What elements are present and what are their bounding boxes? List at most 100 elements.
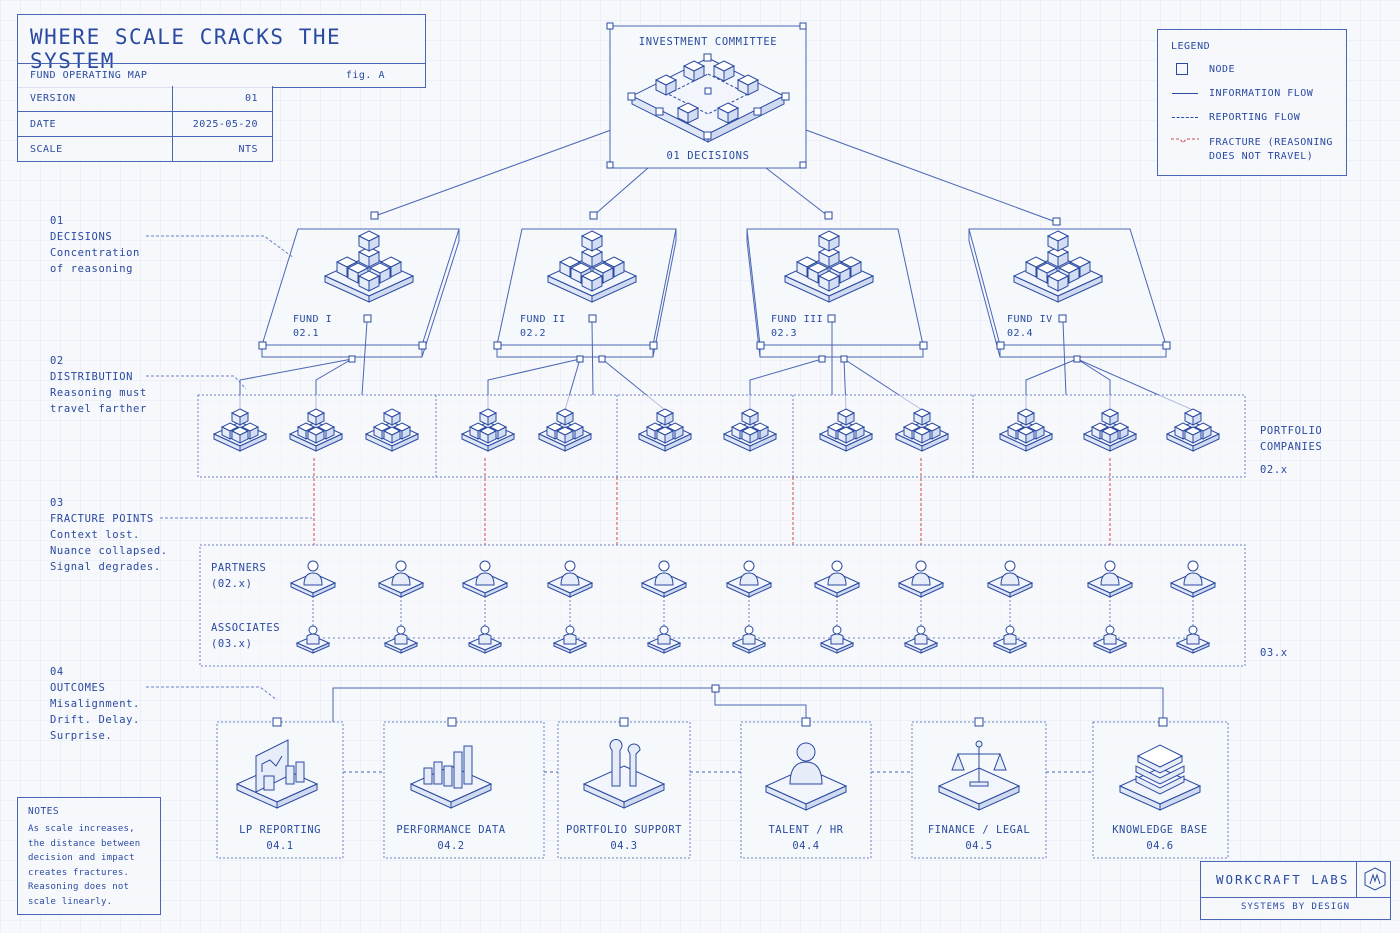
brand-logo-icon xyxy=(1364,867,1386,891)
fund-iii-node: FUND III 02.3 xyxy=(746,211,928,358)
notes-body: As scale increases, the distance between… xyxy=(28,822,140,909)
outcome-talent-hr: TALENT / HR 04.4 xyxy=(740,717,872,859)
fund-i-name: FUND I xyxy=(293,314,332,325)
meta-table: VERSION 01 DATE 2025-05-20 SCALE NTS xyxy=(17,86,273,162)
outcome-code: 04.4 xyxy=(792,840,819,852)
people-band xyxy=(199,544,1246,667)
fracture-lines xyxy=(313,458,1111,545)
section-desc: Reasoning must xyxy=(50,387,147,399)
section-title: FRACTURE POINTS xyxy=(50,513,154,525)
investment-committee-node: INVESTMENT COMMITTEE 01 DECISIONS xyxy=(606,22,807,169)
bar-chart-icon xyxy=(423,745,473,789)
section-title: DISTRIBUTION xyxy=(50,371,134,383)
section-leaders xyxy=(146,235,312,701)
partners-code: (02.x) xyxy=(211,578,253,590)
section-title: DECISIONS xyxy=(50,231,113,243)
section-number: 04 xyxy=(50,666,64,678)
meta-value: 2025-05-20 xyxy=(192,119,258,130)
books-icon xyxy=(1135,744,1185,795)
brand-name: WORKCRAFT LABS xyxy=(1216,872,1350,887)
outcome-name: KNOWLEDGE BASE xyxy=(1112,824,1208,836)
notes-line: creates fractures. xyxy=(28,867,130,878)
diagram-title: WHERE SCALE CRACKS THE SYSTEM xyxy=(30,25,342,73)
associates-title: ASSOCIATES xyxy=(211,622,281,634)
section-desc: Drift. Delay. xyxy=(50,714,140,726)
section-desc: Context lost. xyxy=(50,529,140,541)
diagram-subtitle: FUND OPERATING MAP xyxy=(30,70,148,81)
meta-key: SCALE xyxy=(30,144,63,155)
fund-ii-code: 02.2 xyxy=(520,328,546,339)
meta-key: VERSION xyxy=(30,93,76,104)
legend-fracture-line2: DOES NOT TRAVEL) xyxy=(1209,151,1314,162)
brand-tagline: SYSTEMS BY DESIGN xyxy=(1240,902,1351,912)
chart-building-icon xyxy=(255,739,305,793)
fracture-icon xyxy=(1171,138,1199,144)
section-desc: Concentration xyxy=(50,247,140,259)
legend-fracture-label: FRACTURE (REASONING DOES NOT TRAVEL) xyxy=(1209,136,1333,164)
fund-iii-name: FUND III xyxy=(771,314,823,325)
committee-connectors xyxy=(374,129,1057,223)
section-04-label: 04 OUTCOMES Misalignment. Drift. Delay. … xyxy=(50,664,140,744)
legend-reporting-flow-label: REPORTING FLOW xyxy=(1209,112,1301,123)
outcome-lp-reporting: LP REPORTING 04.1 xyxy=(216,717,344,859)
outcome-connectors xyxy=(332,684,1164,773)
meta-row-date: DATE 2025-05-20 xyxy=(18,111,272,137)
notes-line: scale linearly. xyxy=(28,896,113,907)
outcome-code: 04.1 xyxy=(266,840,293,852)
section-number: 03 xyxy=(50,497,64,509)
committee-caption: 01 DECISIONS xyxy=(666,150,749,162)
meta-row-version: VERSION 01 xyxy=(18,86,272,111)
meta-value: 01 xyxy=(244,93,258,104)
node-icon xyxy=(1176,63,1188,75)
notes-line: As scale increases, xyxy=(28,824,135,834)
meta-value: NTS xyxy=(238,144,258,155)
people-code: 03.x xyxy=(1260,647,1288,659)
outcome-knowledge-base: KNOWLEDGE BASE 04.6 xyxy=(1092,717,1229,859)
outcome-performance-data: PERFORMANCE DATA 04.2 xyxy=(383,717,545,859)
portfolio-label-line: PORTFOLIO xyxy=(1260,425,1323,437)
partners-title: PARTNERS xyxy=(211,562,267,574)
portfolio-label: PORTFOLIO COMPANIES 02.x xyxy=(1260,423,1322,478)
meta-key: DATE xyxy=(30,119,57,130)
fund-ii-name: FUND II xyxy=(520,314,566,325)
outcome-name: PORTFOLIO SUPPORT xyxy=(566,824,682,836)
outcome-portfolio-support: PORTFOLIO SUPPORT 04.3 xyxy=(557,717,691,859)
fund-iv-node: FUND IV 02.4 xyxy=(968,217,1171,358)
section-02-label: 02 DISTRIBUTION Reasoning must travel fa… xyxy=(50,353,147,417)
section-01-label: 01 DECISIONS Concentration of reasoning xyxy=(50,213,140,277)
title-subtitle-row: FUND OPERATING MAP fig. A xyxy=(18,63,425,87)
partners-label: PARTNERS (02.x) xyxy=(211,560,266,592)
associates-label: ASSOCIATES (03.x) xyxy=(211,620,280,652)
fund-iv-name: FUND IV xyxy=(1007,314,1053,325)
legend-info-flow-label: INFORMATION FLOW xyxy=(1209,88,1314,99)
outcome-code: 04.2 xyxy=(437,840,464,852)
section-number: 02 xyxy=(50,355,64,367)
portfolio-label-line: COMPANIES xyxy=(1260,441,1323,453)
fund-iv-code: 02.4 xyxy=(1007,328,1033,339)
legend-title: LEGEND xyxy=(1171,41,1211,52)
committee-title: INVESTMENT COMMITTEE xyxy=(639,36,777,48)
fund-ii-node: FUND II 02.2 xyxy=(493,211,677,358)
outcome-name: FINANCE / LEGAL xyxy=(928,824,1030,836)
legend-fracture-line1: FRACTURE (REASONING xyxy=(1209,137,1333,148)
person-icon xyxy=(789,742,823,785)
notes-line: the distance between xyxy=(28,838,141,849)
solid-line-icon xyxy=(1172,93,1198,94)
section-desc: travel farther xyxy=(50,403,147,415)
fund-iii-code: 02.3 xyxy=(771,328,797,339)
legend-node-label: NODE xyxy=(1209,64,1236,75)
notes-line: Reasoning does not xyxy=(28,882,130,892)
section-desc: Surprise. xyxy=(50,730,113,742)
section-desc: Misalignment. xyxy=(50,698,140,710)
fund-i-node: FUND I 02.1 xyxy=(258,211,460,358)
section-desc: of reasoning xyxy=(50,263,134,275)
notes-box: NOTES As scale increases, the distance b… xyxy=(17,797,161,915)
portfolio-code: 02.x xyxy=(1260,464,1288,476)
outcome-code: 04.5 xyxy=(965,840,992,852)
wrench-icon xyxy=(609,739,641,787)
section-title: OUTCOMES xyxy=(50,682,106,694)
meta-row-scale: SCALE NTS xyxy=(18,136,272,162)
outcome-name: LP REPORTING xyxy=(239,824,321,836)
legend: LEGEND NODE INFORMATION FLOW REPORTING F… xyxy=(1157,29,1347,176)
outcome-name: TALENT / HR xyxy=(768,824,843,836)
